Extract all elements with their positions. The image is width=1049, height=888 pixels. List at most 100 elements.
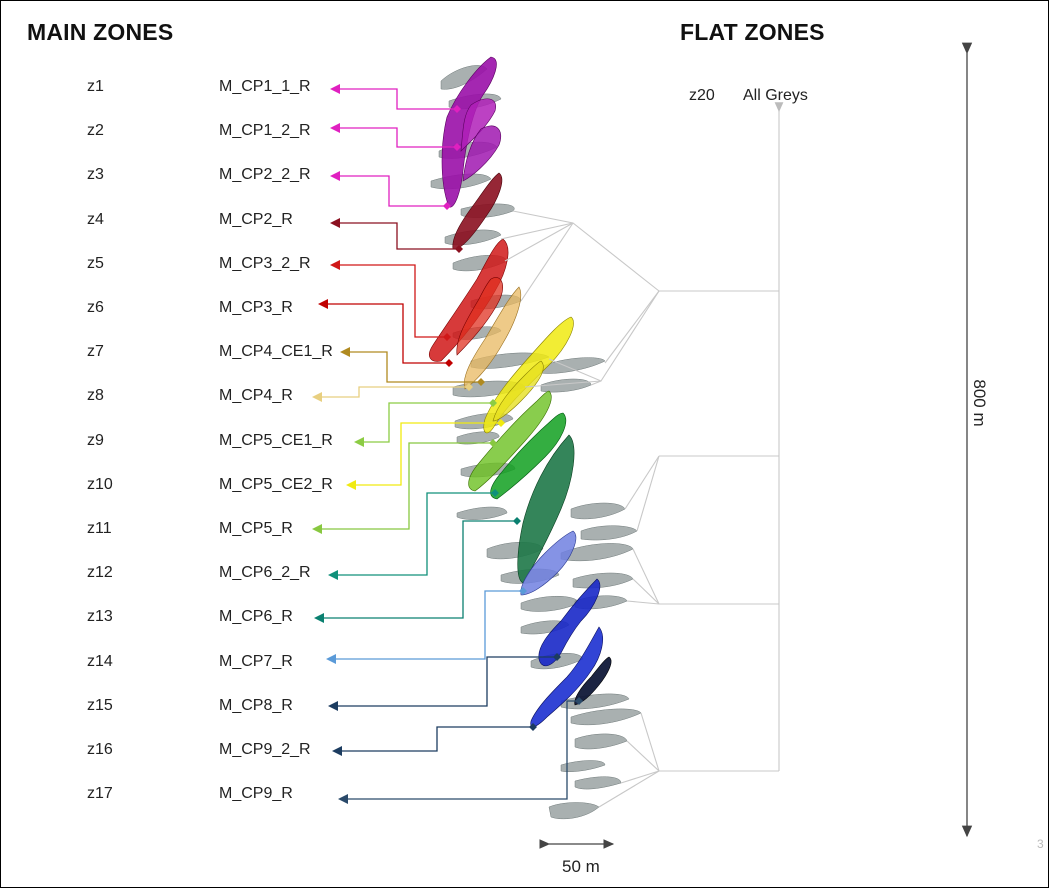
leader-anchor-diamond [453, 143, 461, 151]
zone-name: M_CP4_R [219, 387, 293, 404]
leader-anchor-diamond [465, 383, 473, 391]
vertical-scale-label: 800 m [970, 379, 989, 427]
leader-line-z17 [347, 700, 579, 800]
leader-line-z4 [339, 222, 459, 250]
zone-name: M_CP6_R [219, 608, 293, 625]
leader-arrowhead [312, 524, 322, 534]
zone-id: z1 [87, 78, 104, 95]
zone-id: z16 [87, 741, 113, 758]
leader-line-z2 [339, 127, 457, 148]
solid-z12 [490, 412, 567, 500]
horizontal-scale-label: 50 m [562, 857, 600, 876]
zone-name: M_CP3_R [219, 299, 293, 316]
zone-id: z6 [87, 299, 104, 316]
zone-id: z15 [87, 697, 113, 714]
leader-anchor-diamond [513, 517, 521, 525]
solid-z15 [538, 578, 601, 667]
leader-line-z15 [337, 656, 557, 707]
leader-anchor-diamond [497, 419, 505, 427]
leader-arrowhead [330, 84, 340, 94]
leader-line-z14 [335, 590, 523, 660]
zone-name: M_CP9_2_R [219, 741, 311, 758]
leader-line-z8 [321, 386, 469, 398]
zone-name: M_CP3_2_R [219, 255, 311, 272]
leader-line-z3 [339, 175, 447, 207]
leader-arrowhead [346, 480, 356, 490]
leader-anchor-diamond [575, 697, 583, 705]
zone-name: M_CP6_2_R [219, 564, 311, 581]
zone-id: z17 [87, 785, 113, 802]
leader-anchor-diamond [529, 723, 537, 731]
leader-arrowhead [326, 654, 336, 664]
leader-line-z9 [363, 402, 493, 443]
leader-arrowhead [330, 260, 340, 270]
leader-line-z10 [355, 422, 501, 486]
solid-z16-z17 [574, 656, 612, 706]
zone-leader-lines [312, 84, 583, 804]
leader-arrowhead [318, 299, 328, 309]
leader-line-z6 [327, 303, 449, 364]
leader-line-z13 [323, 520, 517, 619]
leader-anchor-diamond [519, 587, 527, 595]
zone-id: z14 [87, 653, 113, 670]
leader-anchor-diamond [455, 245, 463, 253]
zone-name: M_CP2_2_R [219, 166, 311, 183]
leader-anchor-diamond [489, 399, 497, 407]
leader-line-z5 [339, 264, 447, 338]
leader-arrowhead [330, 171, 340, 181]
leader-anchor-diamond [443, 333, 451, 341]
leader-anchor-diamond [443, 202, 451, 210]
zone-name: M_CP5_R [219, 520, 293, 537]
leader-line-z16 [341, 726, 533, 752]
zone-name: M_CP1_2_R [219, 122, 311, 139]
flat-zone-connectors [500, 102, 784, 808]
zone-id: z13 [87, 608, 113, 625]
leader-arrowhead [338, 794, 348, 804]
leader-line-z7 [349, 351, 481, 383]
leader-arrowhead [328, 701, 338, 711]
zone-id: z12 [87, 564, 113, 581]
solid-z7-z8 [463, 286, 522, 390]
zone-name: M_CP8_R [219, 697, 293, 714]
zone-id: z5 [87, 255, 104, 272]
flat-zone-name: All Greys [743, 87, 808, 104]
zone-name: M_CP5_CE2_R [219, 476, 333, 493]
zone-name: M_CP9_R [219, 785, 293, 802]
leader-arrowhead [340, 347, 350, 357]
flat-zone-id: z20 [689, 87, 715, 104]
zone-name: M_CP7_R [219, 653, 293, 670]
zone-id: z2 [87, 122, 104, 139]
leader-arrowhead [328, 570, 338, 580]
leader-line-z1 [339, 88, 457, 110]
leader-arrowhead [330, 218, 340, 228]
zone-id: z10 [87, 476, 113, 493]
main-zone-solids [429, 56, 612, 728]
leader-arrowhead [314, 613, 324, 623]
leader-anchor-diamond [445, 359, 453, 367]
leader-anchor-diamond [477, 378, 485, 386]
leader-arrowhead [312, 392, 322, 402]
solid-z9-z11 [468, 390, 552, 492]
leader-arrowhead [332, 746, 342, 756]
zone-id: z9 [87, 432, 104, 449]
leader-line-z11 [321, 442, 493, 530]
zone-id: z4 [87, 211, 104, 228]
zone-name: M_CP5_CE1_R [219, 432, 333, 449]
leader-anchor-diamond [453, 105, 461, 113]
leader-anchor-diamond [491, 489, 499, 497]
zone-name: M_CP4_CE1_R [219, 343, 333, 360]
leader-line-z12 [337, 492, 495, 576]
leader-anchor-diamond [489, 439, 497, 447]
zone-id: z3 [87, 166, 104, 183]
zone-name: M_CP2_R [219, 211, 293, 228]
leader-anchor-diamond [553, 653, 561, 661]
leader-arrowhead [330, 123, 340, 133]
main-zones-heading: MAIN ZONES [27, 19, 174, 45]
zone-name: M_CP1_1_R [219, 78, 311, 95]
zone-id: z11 [87, 520, 112, 537]
page-number: 3 [1037, 837, 1044, 851]
zone-id: z7 [87, 343, 104, 360]
solid-z14 [520, 530, 577, 596]
